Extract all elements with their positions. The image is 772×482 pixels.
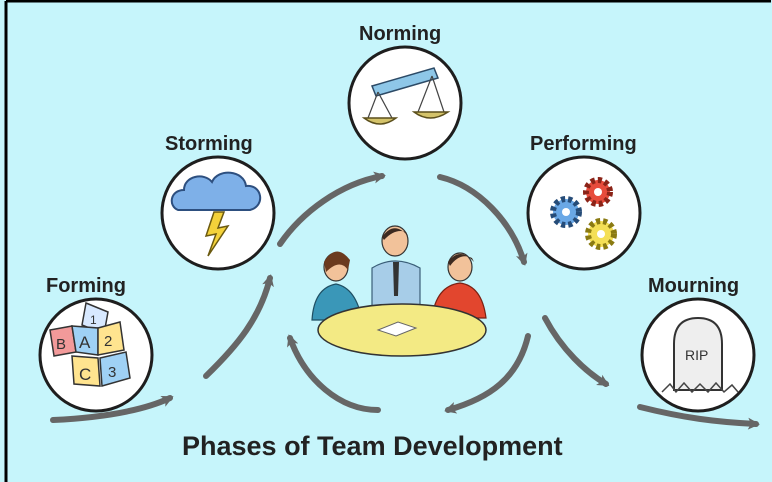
block-letter-a: A [79, 333, 91, 352]
arrow-storming-norming [203, 274, 274, 379]
tombstone-text: RIP [685, 347, 708, 363]
balance-scale-icon [347, 45, 463, 161]
block-letter-1: 1 [90, 313, 97, 327]
tombstone-icon: RIP [640, 297, 756, 413]
stage-label-performing: Performing [530, 133, 637, 155]
team-meeting-icon [311, 225, 487, 357]
block-letter-c: C [79, 365, 91, 384]
frame-border [4, 0, 771, 482]
abc-blocks-icon: 1 B A 2 C 3 [38, 297, 154, 413]
flow-arrows [50, 171, 760, 430]
arrow-return-left [287, 334, 381, 413]
stage-label-mourning: Mourning [648, 275, 739, 297]
arrow-performing-mourning [542, 315, 610, 387]
block-letter-3: 3 [108, 364, 116, 381]
gears-icon [526, 155, 642, 271]
block-letter-b: B [56, 336, 66, 353]
arrow-return-bottom [444, 333, 531, 414]
stage-label-forming: Forming [46, 275, 126, 297]
arrow-performing-top [437, 174, 528, 266]
stage-label-norming: Norming [359, 23, 441, 45]
diagram-title: Phases of Team Development [182, 431, 563, 461]
arrow-forming-storming [50, 395, 174, 423]
arrow-norming-performing [277, 171, 386, 247]
stage-label-storming: Storming [165, 133, 253, 155]
block-letter-2: 2 [104, 333, 112, 350]
arrow-mourning-out [637, 404, 760, 430]
storm-cloud-icon [160, 155, 276, 271]
